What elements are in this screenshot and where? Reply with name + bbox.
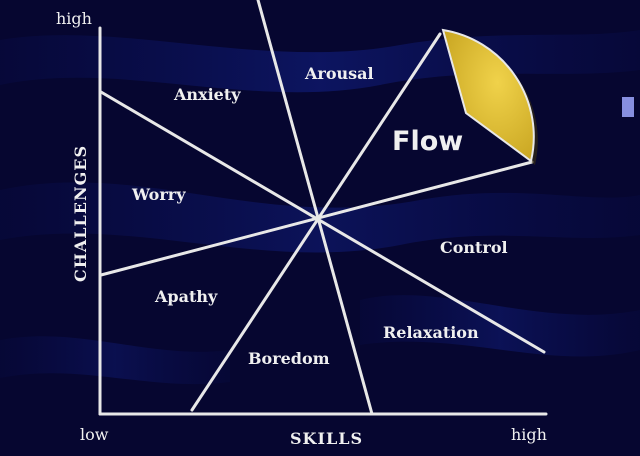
region-anxiety: Anxiety bbox=[173, 85, 241, 104]
region-relaxation: Relaxation bbox=[383, 323, 479, 342]
x-axis-high-label: high bbox=[511, 425, 547, 444]
y-axis-high-label: high bbox=[56, 9, 92, 28]
divider-flow-boredom bbox=[190, 32, 442, 412]
region-flow: Flow bbox=[392, 126, 463, 157]
divider-anxiety-worry bbox=[99, 90, 546, 354]
x-axis-low-label: low bbox=[80, 425, 109, 444]
divider-arousal-anxiety bbox=[256, 0, 374, 416]
x-axis-title: SKILLS bbox=[290, 429, 363, 448]
region-arousal: Arousal bbox=[304, 64, 374, 83]
region-boredom: Boredom bbox=[248, 349, 330, 368]
region-worry: Worry bbox=[131, 185, 186, 204]
region-apathy: Apathy bbox=[154, 287, 218, 306]
y-axis-title: CHALLENGES bbox=[71, 145, 90, 282]
flow-wedge bbox=[441, 28, 538, 165]
region-control: Control bbox=[440, 238, 508, 257]
edge-marker bbox=[622, 97, 634, 117]
divider-worry-apathy bbox=[99, 160, 534, 277]
